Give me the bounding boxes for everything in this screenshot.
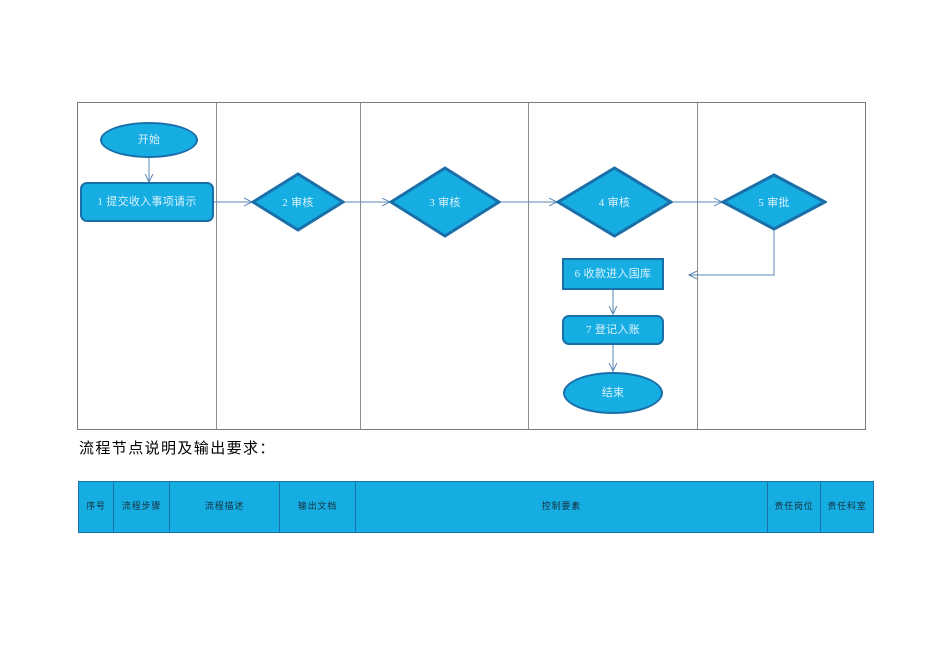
diamond-shape-4 — [556, 166, 673, 238]
diamond-shape-2 — [251, 172, 345, 232]
process-spec-table: 序号 流程步骤 流程描述 输出文档 控制要素 责任岗位 责任科室 — [78, 481, 874, 533]
flow-node-end[interactable]: 结束 — [563, 372, 663, 414]
flow-node-3-review[interactable]: 3 审核 — [389, 166, 501, 238]
section-caption: 流程节点说明及输出要求： — [79, 441, 276, 457]
flow-node-6-label: 6 收款进入国库 — [574, 267, 652, 280]
table-header-cell-seq: 序号 — [78, 481, 114, 533]
table-header-cell-output-doc: 输出文档 — [279, 481, 356, 533]
table-header-row: 序号 流程步骤 流程描述 输出文档 控制要素 责任岗位 责任科室 — [78, 481, 874, 533]
table-header-cell-control-elements: 控制要素 — [355, 481, 768, 533]
flow-node-2-review[interactable]: 2 审核 — [251, 172, 345, 232]
flow-node-4-review[interactable]: 4 审核 — [556, 166, 673, 238]
table-header-cell-responsible-post: 责任岗位 — [767, 481, 821, 533]
flow-node-end-label: 结束 — [601, 386, 625, 399]
table-header-cell-step: 流程步骤 — [113, 481, 170, 533]
lane-divider-1 — [216, 103, 217, 429]
diamond-shape-5 — [721, 173, 827, 231]
flow-node-1-submit-request[interactable]: 1 提交收入事项请示 — [80, 182, 214, 222]
flow-node-6-receipt-to-treasury[interactable]: 6 收款进入国库 — [562, 258, 664, 290]
table-header-cell-responsible-dept: 责任科室 — [820, 481, 874, 533]
lane-divider-2 — [360, 103, 361, 429]
flow-node-7-label: 7 登记入账 — [585, 323, 641, 336]
diamond-shape-3 — [389, 166, 501, 238]
flowchart-swimlane-frame — [77, 102, 866, 430]
flow-node-5-approve[interactable]: 5 审批 — [721, 173, 827, 231]
flow-node-7-register-entry[interactable]: 7 登记入账 — [562, 315, 664, 345]
table-header-cell-description: 流程描述 — [169, 481, 280, 533]
flow-node-start[interactable]: 开始 — [100, 122, 198, 158]
flow-node-1-label: 1 提交收入事项请示 — [97, 195, 197, 208]
flow-node-start-label: 开始 — [137, 133, 161, 146]
lane-divider-3 — [528, 103, 529, 429]
lane-divider-4 — [697, 103, 698, 429]
